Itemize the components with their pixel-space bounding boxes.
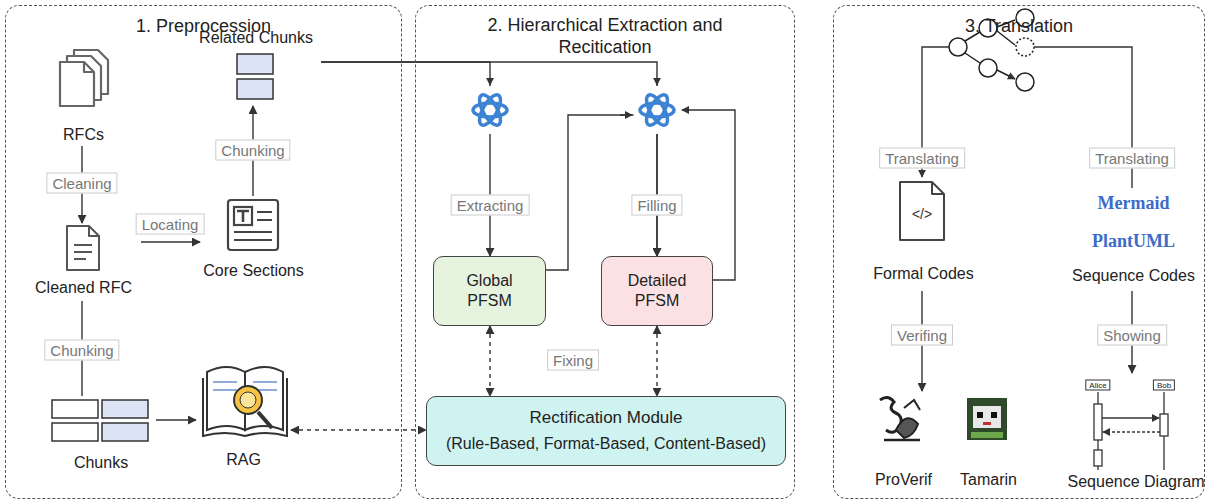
feedback-line [682,110,735,280]
arrowheads [490,78,735,280]
panel: 2. Hierarchical Extraction and Reciticat… [415,5,795,499]
node-text: Cleaned RFC [35,279,132,297]
connector [546,115,657,270]
icon-node: Formal Codes [861,179,986,291]
process-box: Global PFSM [433,256,546,326]
node-text: Detailed PFSM [617,271,697,311]
node-text: Related Chunks [199,29,313,47]
connector [141,241,200,242]
node-text: Formal Codes [873,265,973,283]
sections-icon [228,200,278,250]
code-symbol: </> [912,206,932,222]
icon-node: Chunks [46,396,156,479]
step-label: Translating [1089,148,1175,169]
node-text: Core Sections [203,262,304,280]
actor-label: Bob [1153,380,1175,391]
sequence-illustration [1094,392,1168,470]
node-text: Sequence Diagram [1068,473,1205,491]
connector [321,62,657,256]
icon-node: RAG [196,351,291,476]
node-text: RFCs [63,126,104,144]
icon-node: RFCs [41,46,126,146]
node-text: 2. Hierarchical Extraction and Reciticat… [455,14,755,58]
connector [321,62,490,256]
chunks-icon [237,54,273,99]
icon-node: ProVerif [861,391,946,496]
llm-icon [466,86,514,134]
tamarin-logo [967,398,1007,440]
node-text: ProVerif [875,471,932,489]
actor-label: Alice [1085,380,1110,391]
node-text: Global PFSM [455,271,525,311]
step-label: Translating [879,148,965,169]
proverif-logo [880,397,920,440]
panel: 3. TranslationFormal Codes MermaidPlantUM… [833,5,1205,499]
panel: 1. PreprocessionRFCsRelated ChunksCleane… [5,5,402,499]
icon-node: Cleaned RFC [26,223,141,301]
llm-icon [633,86,681,134]
dashed-connector [489,326,490,396]
edge-label: Showing [1097,325,1167,346]
documents-icon [60,50,108,106]
icon-node: Sequence Diagram [1065,373,1208,497]
edge-label: Chunking [215,140,290,161]
icon-node: Core Sections [200,196,307,286]
edge-label: Extracting [451,195,530,216]
node-subtext: Sequence Codes [1072,267,1195,285]
node-text: 3. Translation [965,16,1073,37]
edge-label: Verifing [891,325,953,346]
node-text: Tamarin [960,471,1017,489]
edge-label: Cleaning [46,173,117,194]
rag-icon [203,367,287,436]
icon-node: Related Chunks [191,29,321,106]
process-box: Detailed PFSM [601,256,713,326]
node-subtext: PlantUML [1092,231,1175,252]
code-file-icon [900,182,944,240]
connector [156,419,196,420]
icon-node: Tamarin [956,391,1021,496]
edge-label: Filling [631,195,682,216]
node-text: Chunks [74,454,128,472]
edge-label: Chunking [44,340,119,361]
dashed-connector [291,429,426,430]
step-label: Fixing [547,350,599,371]
node-text: Rectification Module [529,408,682,428]
node-subtext: (Rule-Based, Format-Based, Content-Based… [446,434,766,454]
chunks-icon [52,400,148,441]
node-text: RAG [226,451,261,469]
dashed-connector [656,326,657,396]
document-icon [67,226,99,270]
node-text: Mermaid [1098,193,1170,214]
text-node: MermaidPlantUML Sequence Codes [1066,191,1201,291]
edge-label: Locating [136,214,205,235]
module-box: Rectification Module (Rule-Based, Format-… [426,396,786,466]
